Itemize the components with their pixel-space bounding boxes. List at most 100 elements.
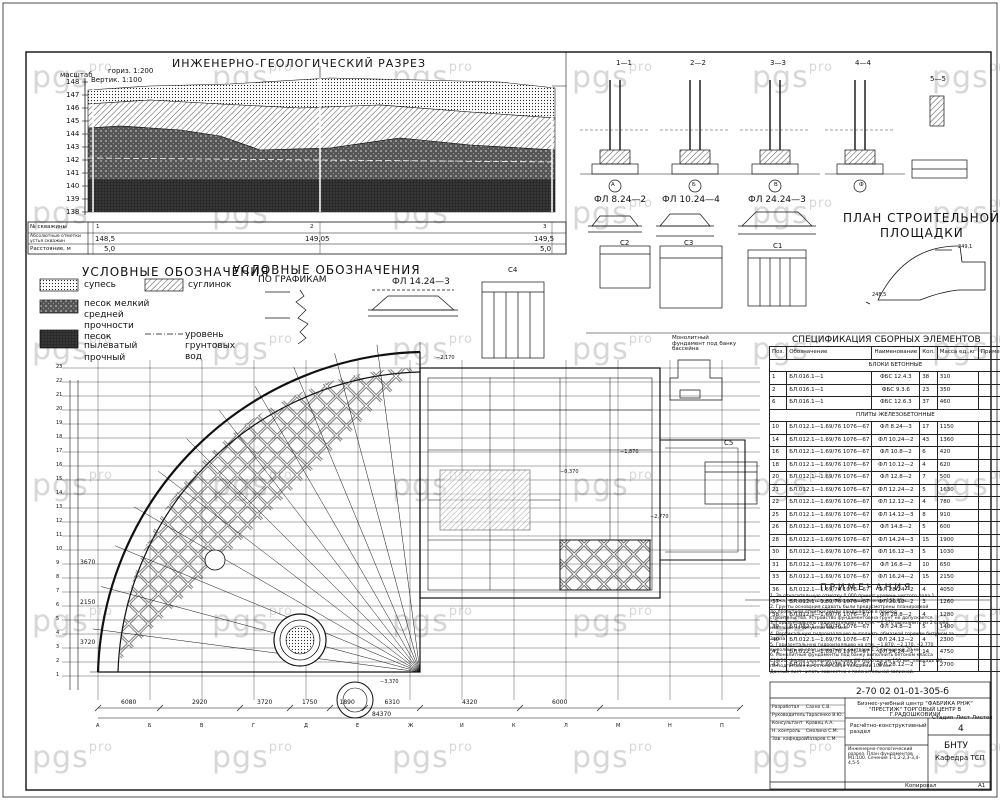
watermark-text: pgspro xyxy=(932,740,1000,775)
dim-bottom-label: 3720 xyxy=(257,699,273,706)
row-axis-label: 17 xyxy=(56,448,63,454)
profile-title: ИНЖЕНЕРНО-ГЕОЛОГИЧЕСКИЙ РАЗРЕЗ xyxy=(172,57,427,70)
stamp-role: Консультант xyxy=(772,721,803,726)
row-axis-label: 11 xyxy=(56,532,63,538)
legend-fine-sand-2: средней xyxy=(84,310,124,320)
watermark-text: pgspro xyxy=(392,740,473,775)
legend-fine-sand-3: прочности xyxy=(84,321,134,331)
note-line: строительства. Устройство фундаментов на… xyxy=(770,615,935,621)
col-axis-label: П xyxy=(720,723,724,729)
stamp-sheet-no: 4 xyxy=(958,724,964,734)
elevation-label: 142 xyxy=(66,156,80,164)
watermark-text: pgspro xyxy=(752,196,833,231)
stamp-stage-label: Стадия xyxy=(932,715,954,721)
col-axis-label: Н xyxy=(668,723,672,729)
row-axis-label: 2 xyxy=(56,658,60,664)
col-axis-label: В xyxy=(200,723,204,729)
row-abs-label: Абсолютные отметки устья скважин xyxy=(30,234,81,244)
row-axis-label: 12 xyxy=(56,518,63,524)
watermark-text: pgspro xyxy=(572,60,653,95)
axis-marker-v: В xyxy=(774,182,778,188)
watermark-text: pgspro xyxy=(32,468,113,503)
axis-marker-f: Ф xyxy=(859,182,864,188)
scale-label: масштаб xyxy=(60,71,93,79)
elevation-mark: −1,870 xyxy=(620,449,639,455)
note-line: 2. Грунты основания сдавать были предусм… xyxy=(770,604,929,610)
foundation-sections xyxy=(580,80,968,193)
section-label-2: 2—2 xyxy=(690,59,706,67)
abs-value-1: 148,5 xyxy=(95,235,116,243)
elevation-label: 139 xyxy=(66,195,80,203)
dim-bottom-label: 2920 xyxy=(192,699,208,706)
site-plan: 249,1 248,5 xyxy=(865,244,986,305)
stamp-role: Зав. кафедрой xyxy=(772,737,807,742)
legend-fine-sand: песок мелкий xyxy=(84,299,150,309)
col-axis-label: А xyxy=(96,723,100,729)
stamp-format: Копировал xyxy=(905,783,937,789)
watermark-text: pgspro xyxy=(932,60,1000,95)
note-line: 6. Монолитные фундаменты под банку выпол… xyxy=(770,653,933,659)
legend-sandy-loam: супесь xyxy=(84,280,116,290)
block-label-fl-10-24: ФЛ 10.24—4 xyxy=(662,195,720,205)
geological-profile xyxy=(27,66,567,255)
stamp-org: БНТУ xyxy=(944,741,968,751)
stamp-sheets-label: Листов xyxy=(972,715,993,721)
watermark-text: pgspro xyxy=(212,740,293,775)
row-axis-label: 19 xyxy=(56,420,63,426)
legend-swatch-sandy-loam xyxy=(39,278,79,292)
watermark-text: pgspro xyxy=(32,60,113,95)
stamp-role: Н. контроль xyxy=(772,729,801,734)
row-axis-label: 10 xyxy=(56,546,63,552)
elevation-label: 138 xyxy=(66,208,80,216)
well-number-3: 3 xyxy=(543,224,547,230)
row-axis-label: 18 xyxy=(56,434,63,440)
dim-total-label: 84370 xyxy=(372,711,392,718)
watermark-text: pgspro xyxy=(32,604,113,639)
note-line: этажа, что соответствует абсолютной отме… xyxy=(770,599,908,605)
col-axis-label: М xyxy=(616,723,621,729)
spec-group-row: ПЛИТЫ ЖЕЛЕЗОБЕТОННЫЕ xyxy=(769,408,1000,422)
stamp-sheet-label: Лист xyxy=(956,715,970,721)
row-axis-label: 16 xyxy=(56,462,63,468)
elevation-mark: −0,370 xyxy=(560,469,579,475)
elevation-label: 145 xyxy=(66,117,80,125)
dim-left-label: 3720 xyxy=(80,639,96,646)
legend-silty-sand: песок пылеватый xyxy=(84,332,138,351)
legend-swatch-loam xyxy=(144,278,184,292)
section-label-4: 4—4 xyxy=(855,59,871,67)
elevation-label: 147 xyxy=(66,91,80,99)
stamp-name: Тарасенко В.Ю. xyxy=(806,713,844,718)
row-axis-label: 3 xyxy=(56,644,60,650)
stamp-code: 2-70 02 01-01-305-б xyxy=(856,687,949,697)
elevation-label: 148 xyxy=(66,78,80,86)
layer-dense-sand xyxy=(87,179,556,213)
note-line: 5. Горизонтальную гидроизоляцию на отм. … xyxy=(770,642,934,648)
block-label-fl-24-24: ФЛ 24.24—3 xyxy=(748,195,806,205)
stamp-group: Кафедра ТСП xyxy=(935,754,985,762)
site-plan-title-2: ПЛОЩАДКИ xyxy=(880,226,964,240)
row-axis-label: 5 xyxy=(56,616,60,622)
col-axis-label: И xyxy=(460,723,464,729)
dim-left-label: 2150 xyxy=(80,599,96,606)
notes-title: П Р И М Е Ч А Н И Я xyxy=(820,583,911,593)
stamp-role: Разработал xyxy=(772,705,800,710)
block-label-fl-14-24: ФЛ 14.24—3 xyxy=(392,277,450,287)
elevation-mark: −3,370 xyxy=(380,679,399,685)
note-line: 4. Вертикальную гидроизоляцию выполнить … xyxy=(770,631,954,637)
elevation-label: 140 xyxy=(66,182,80,190)
abs-value-2: 149,05 xyxy=(305,235,330,243)
abs-value-3: 149,5 xyxy=(534,235,555,243)
scale-vertical: Вертик. 1:100 xyxy=(91,76,143,84)
legend-swatch-fine-sand xyxy=(39,299,79,314)
elevation-label: 144 xyxy=(66,130,80,138)
note-line: Данный лист читать совместно с пояснител… xyxy=(770,669,915,675)
axis-marker-b: Б xyxy=(692,182,696,188)
